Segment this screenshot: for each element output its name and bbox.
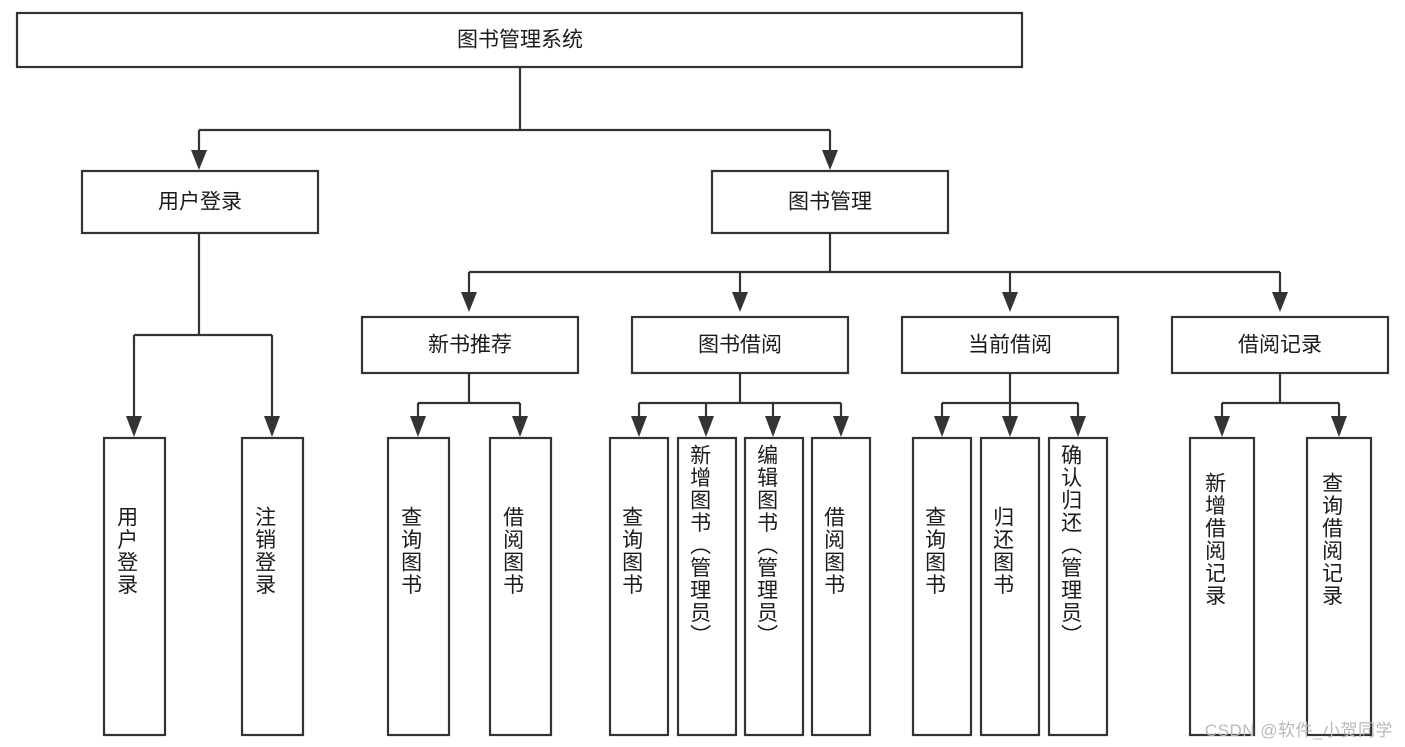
leaf-logout-label: 注销登录 [253,506,277,596]
leaf-new-book-borrow-label: 借阅图书 [501,506,525,596]
connector-group-book-manage [461,233,1288,312]
node-new-book-box[interactable] [360,315,580,375]
arrow-head-leaf-borrow-book-1 [512,416,528,437]
node-book-borrow-box[interactable] [630,315,850,375]
leaf-user-login[interactable]: 用户登录 [102,436,167,737]
arrow-head-leaf-user-login [126,416,142,437]
leaf-new-book-query-box[interactable] [386,436,451,737]
leaf-borrow-query-book[interactable]: 查询图书 [608,436,670,737]
leaf-confirm-return[interactable]: 确认归还（管理员） [1047,436,1109,737]
arrow-head-leaf-logout [264,416,280,437]
arrow-head-user-login [191,150,207,170]
leaf-edit-book-box[interactable] [743,436,805,737]
node-root[interactable]: 图书管理系统 [15,11,1024,69]
connector-group-book-borrow [631,373,849,437]
connector-group-new-book [410,373,528,437]
leaf-query-record[interactable]: 查询借阅记录 [1305,436,1373,737]
arrow-head-book-manage [822,150,838,170]
node-book-borrow[interactable]: 图书借阅 [630,315,850,375]
node-borrow-record[interactable]: 借阅记录 [1170,315,1390,375]
leaf-borrow-book-box[interactable] [810,436,872,737]
arrow-head-leaf-query-record [1331,416,1347,437]
connector-group-borrow-record [1214,373,1347,437]
leaf-query-record-box[interactable] [1305,436,1373,737]
node-root-box[interactable] [15,11,1024,69]
leaf-edit-book[interactable]: 编辑图书（管理员） [743,436,805,737]
connector-group-user-login [126,233,280,437]
arrow-head-leaf-return-book [1002,416,1018,437]
leaf-add-book-box[interactable] [676,436,738,737]
leaf-confirm-return-label: 确认归还（管理员） [1059,444,1083,647]
leaf-logout[interactable]: 注销登录 [240,436,305,737]
arrow-head-book-borrow [732,292,748,312]
leaf-borrow-book[interactable]: 借阅图书 [810,436,872,737]
node-book-manage-label: 图书管理 [788,191,872,214]
leaf-return-book[interactable]: 归还图书 [979,436,1041,737]
arrow-head-new-book [461,292,477,312]
leaf-add-record[interactable]: 新增借阅记录 [1188,436,1256,737]
leaf-new-book-query-label: 查询图书 [399,506,423,596]
leaf-add-record-label: 新增借阅记录 [1203,472,1227,607]
leaf-user-login-box[interactable] [102,436,167,737]
node-book-borrow-label: 图书借阅 [698,334,782,357]
node-current-borrow-box[interactable] [900,315,1120,375]
node-book-manage-box[interactable] [710,169,950,235]
leaf-add-record-box[interactable] [1188,436,1256,737]
node-borrow-record-label: 借阅记录 [1238,334,1322,357]
node-root-label: 图书管理系统 [457,29,583,52]
leaf-current-query-book-box[interactable] [911,436,973,737]
leaf-logout-box[interactable] [240,436,305,737]
leaf-add-book-label: 新增图书（管理员） [688,444,712,647]
node-current-borrow[interactable]: 当前借阅 [900,315,1120,375]
arrow-head-leaf-borrow-book-2 [833,416,849,437]
arrow-head-leaf-query-book-3 [934,416,950,437]
arrow-head-leaf-edit-book [765,416,781,437]
arrow-head-leaf-query-book-1 [410,416,426,437]
arrow-head-current-borrow [1002,292,1018,312]
node-current-borrow-label: 当前借阅 [968,334,1052,357]
arrow-head-leaf-add-book [698,416,714,437]
arrow-head-borrow-record [1272,292,1288,312]
node-new-book-label: 新书推荐 [428,334,512,357]
leaf-return-book-box[interactable] [979,436,1041,737]
leaf-user-login-label: 用户登录 [115,506,139,596]
leaf-confirm-return-box[interactable] [1047,436,1109,737]
node-book-manage[interactable]: 图书管理 [710,169,950,235]
leaf-add-book[interactable]: 新增图书（管理员） [676,436,738,737]
leaf-borrow-query-book-box[interactable] [608,436,670,737]
leaf-new-book-borrow-box[interactable] [488,436,553,737]
node-borrow-record-box[interactable] [1170,315,1390,375]
leaf-return-book-label: 归还图书 [991,506,1015,596]
connector-group-root [191,67,838,170]
leaf-query-record-label: 查询借阅记录 [1320,472,1344,607]
node-new-book[interactable]: 新书推荐 [360,315,580,375]
arrow-head-leaf-query-book-2 [631,416,647,437]
node-user-login-box[interactable] [80,169,320,235]
arrow-head-leaf-add-record [1214,416,1230,437]
connector-group-current-borrow [934,373,1086,437]
leaf-current-query-book-label: 查询图书 [923,506,947,596]
arrow-head-leaf-confirm-return [1070,416,1086,437]
leaf-borrow-book-label: 借阅图书 [822,506,846,596]
node-user-login-label: 用户登录 [158,191,242,214]
leaf-new-book-query[interactable]: 查询图书 [386,436,451,737]
leaf-edit-book-label: 编辑图书（管理员） [755,444,779,647]
leaf-new-book-borrow[interactable]: 借阅图书 [488,436,553,737]
leaf-borrow-query-book-label: 查询图书 [620,506,644,596]
node-user-login[interactable]: 用户登录 [80,169,320,235]
leaf-current-query-book[interactable]: 查询图书 [911,436,973,737]
